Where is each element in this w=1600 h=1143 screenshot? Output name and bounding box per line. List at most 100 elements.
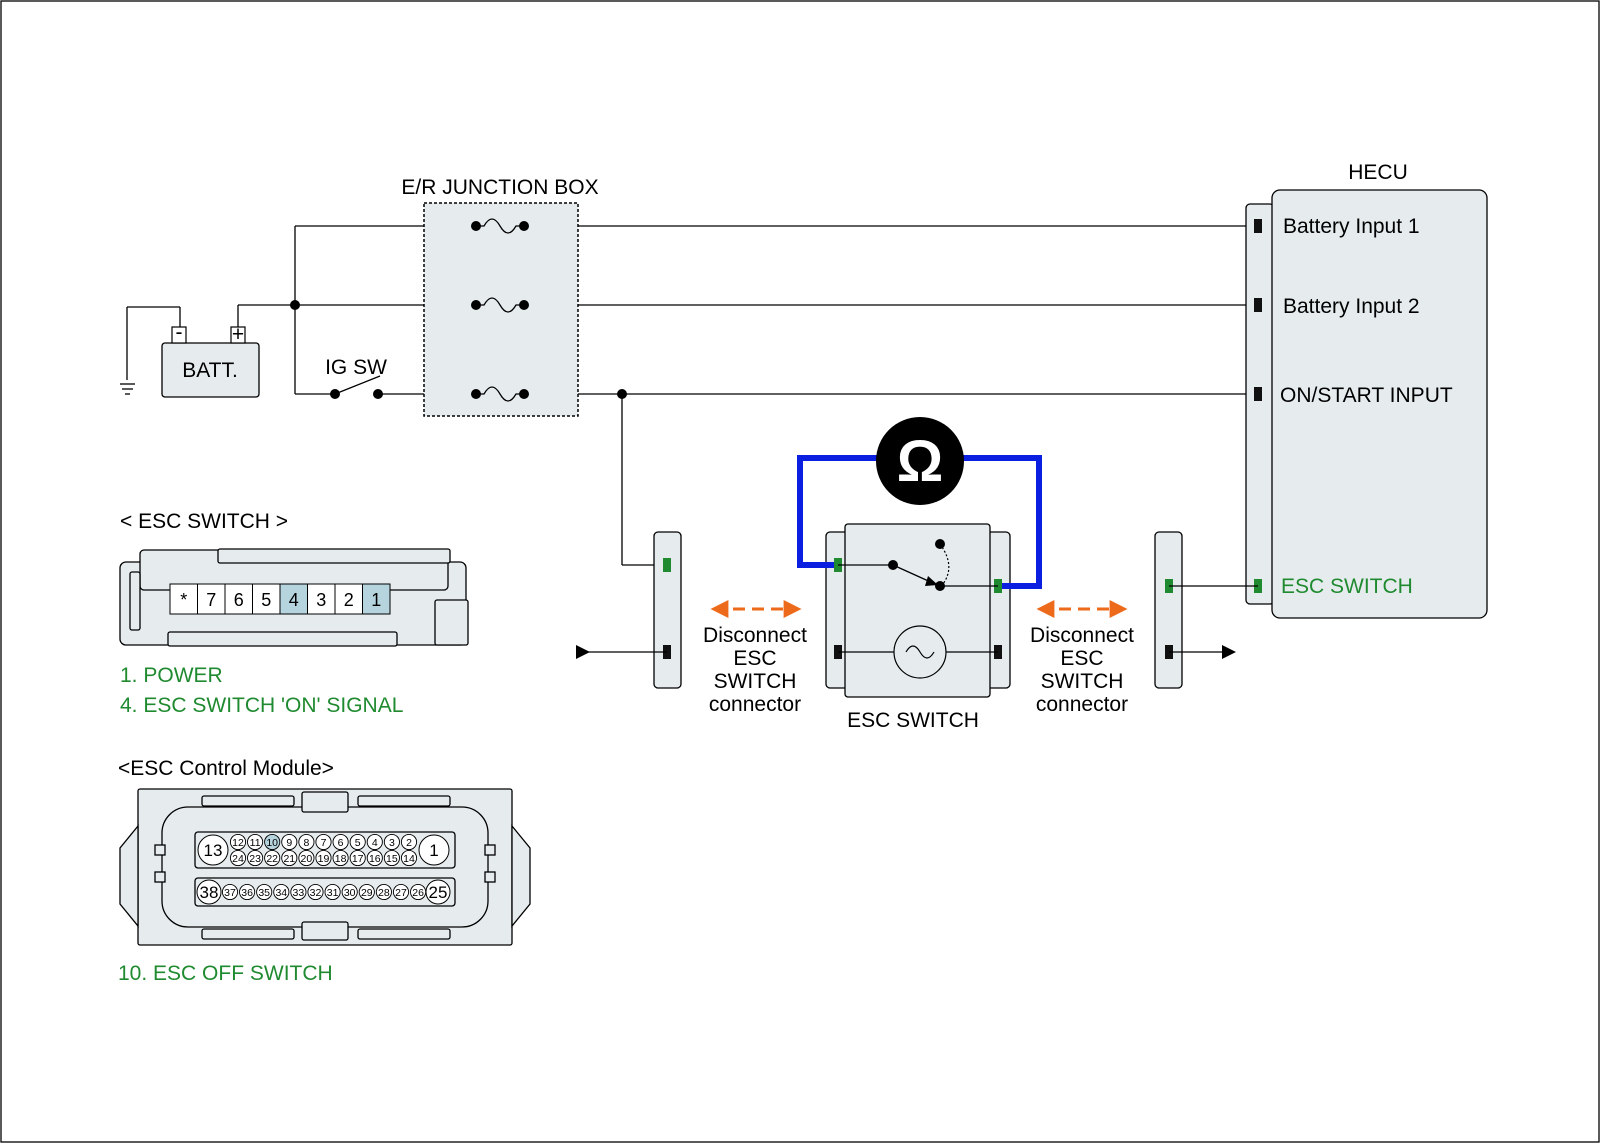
disconnect-left-line-4: connector [709,693,801,716]
esc-module-legend-1: 10. ESC OFF SWITCH [118,962,333,985]
esc-switch-pin-label: 1 [371,590,381,610]
module-pin-19 [315,849,332,867]
module-pin-26 [410,883,427,901]
hecu-body [1271,189,1488,619]
esc-switch-label: ESC SWITCH [847,709,979,732]
hecu: HECU Battery Input 1 Battery Input 2 ON/… [1245,161,1488,619]
module-pin-label: 29 [361,887,373,899]
ohmmeter [876,417,964,505]
esc-switch-pin-blank [169,583,198,615]
module-pin-5 [349,833,366,851]
module-pin-label: 18 [335,853,347,865]
module-pin-label: 1 [429,841,438,860]
battery-label: BATT. [182,359,238,382]
module-pin-label: 31 [327,887,339,899]
hecu-pin-battery-input-2: Battery Input 2 [1283,295,1420,318]
module-pin-label: 7 [321,837,327,849]
esc-switch-pin-label: 7 [206,590,216,610]
module-pin-label: 5 [355,837,361,849]
module-pin-label: 26 [412,887,424,899]
hecu-pin-esc-switch: ESC SWITCH [1281,575,1413,598]
module-pin-label: 19 [318,853,330,865]
module-pin-label: 4 [372,837,378,849]
module-pin-label: 20 [301,853,313,865]
module-pin-2 [400,833,418,851]
esc-switch-pin-1 [362,583,391,615]
module-pin-31 [324,883,341,901]
disconnect-right-line-4: connector [1036,693,1128,716]
esc-switch-pin-4 [279,583,308,615]
esc-switch-pin-label: 6 [234,590,244,610]
module-pin-1 [418,834,450,866]
module-pin-9 [281,833,298,851]
module-pin-28 [375,883,392,901]
module-pin-label: 27 [395,887,407,899]
module-pin-label: 33 [293,887,305,899]
module-pin-label: 38 [200,883,219,902]
disconnect-right-line-1: Disconnect [1030,624,1134,647]
module-pin-label: 35 [258,887,270,899]
module-pin-38 [196,879,222,905]
module-pin-label: 37 [224,887,236,899]
junction-box: E/R JUNCTION BOX [401,176,599,417]
module-pin-22 [264,849,281,867]
power-wires [120,225,1258,566]
module-pin-label: 11 [250,837,261,849]
module-pin-30 [341,883,358,901]
ig-switch: IG SW [325,356,387,399]
esc-switch-component: Ω ESC SWITCH [797,417,1042,732]
module-pin-17 [349,849,366,867]
junction-box-title: E/R JUNCTION BOX [401,176,598,199]
esc-switch-pin-3 [307,583,336,615]
disconnect-left-line-2: ESC [733,647,776,670]
battery-minus-label: - [176,321,183,344]
module-pin-label: 14 [403,853,415,865]
module-pin-label: 10 [266,837,278,849]
module-pin-label: 32 [310,887,322,899]
hecu-title: HECU [1348,161,1408,184]
module-pin-20 [298,849,315,867]
hecu-pin-battery-input-1: Battery Input 1 [1283,215,1420,238]
esc-switch-pin-5 [252,583,281,615]
module-pin-15 [383,849,400,867]
disconnect-right-line-3: SWITCH [1041,670,1124,693]
module-pin-24 [229,849,247,867]
module-pin-11 [247,833,264,851]
disconnect-right: Disconnect ESC SWITCH connector [1030,600,1134,716]
module-pin-35 [256,883,273,901]
disconnect-right-line-2: ESC [1060,647,1103,670]
module-pin-29 [358,883,375,901]
module-pin-37 [221,883,239,901]
module-pin-7 [315,833,332,851]
module-pin-6 [332,833,349,851]
module-pin-13 [197,834,229,866]
module-pin-label: 3 [389,837,395,849]
module-pin-label: 13 [204,841,223,860]
module-pin-label: 2 [406,837,412,849]
module-pin-label: 17 [352,853,364,865]
ohm-symbol: Ω [897,429,944,494]
disconnect-left-line-1: Disconnect [703,624,807,647]
esc-switch-pin-label: 5 [261,590,271,610]
hecu-connector [1245,203,1275,605]
module-pin-21 [281,849,298,867]
disconnect-left: Disconnect ESC SWITCH connector [703,600,807,716]
module-pin-label: 15 [386,853,398,865]
esc-switch-pin-2 [334,583,363,615]
module-pin-3 [383,833,400,851]
disconnect-left-line-3: SWITCH [714,670,797,693]
fuse-3 [471,386,529,402]
module-pin-label: 12 [232,837,244,849]
module-pin-label: 21 [283,853,295,865]
left-harness-connector [576,531,682,689]
esc-switch-pin-label: 3 [316,590,326,610]
esc-switch-pin-6 [224,583,253,615]
module-pin-label: 22 [266,853,278,865]
module-pin-23 [247,849,264,867]
module-pin-label: 34 [275,887,287,899]
esc-connector-legend-1: 1. POWER [120,664,223,687]
